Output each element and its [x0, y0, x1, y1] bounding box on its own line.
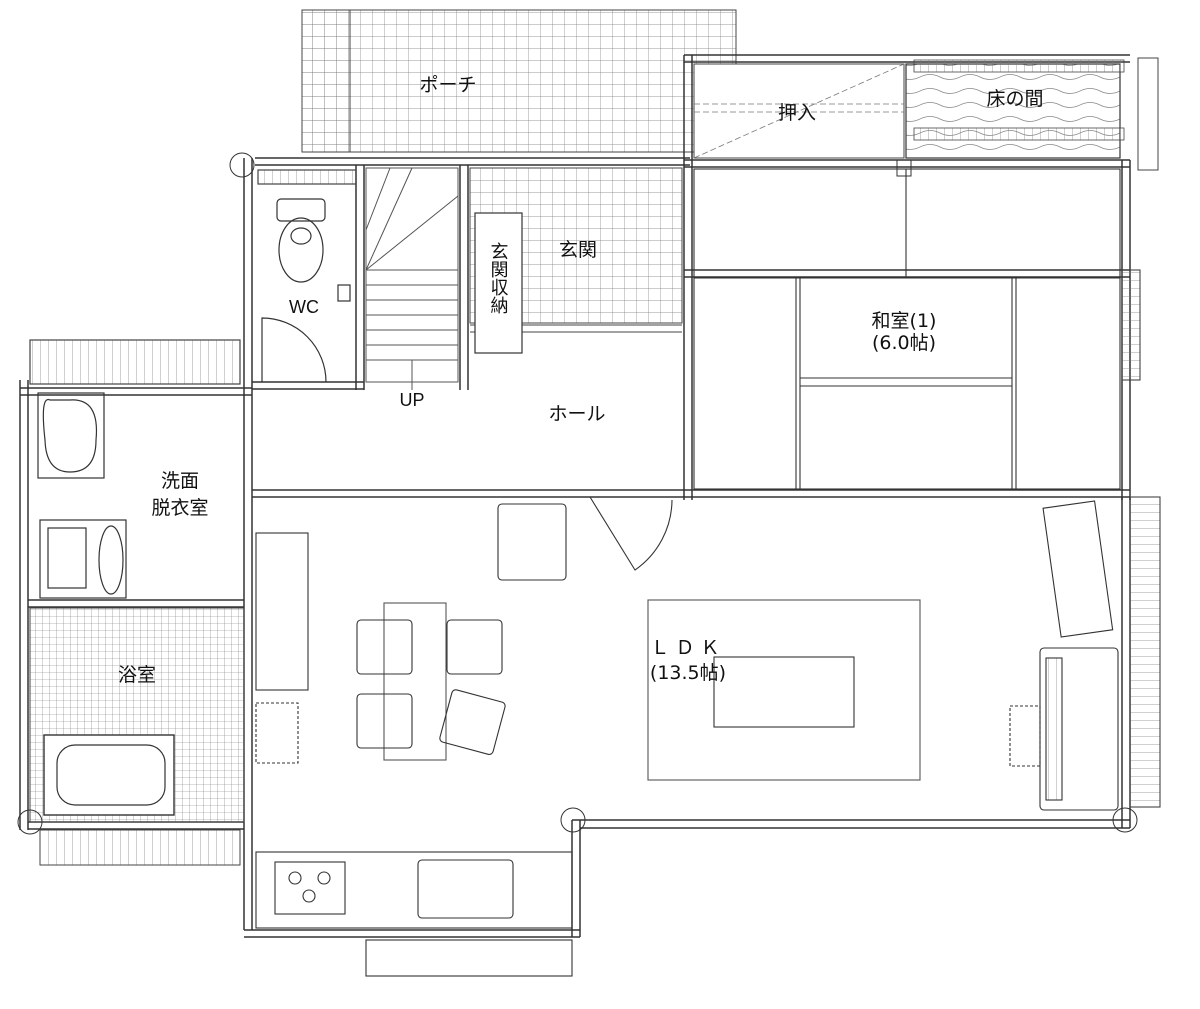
washitsu-tatami: [693, 168, 1141, 490]
label-washitsu-size: (6.0帖): [872, 332, 936, 354]
staircase: [365, 167, 459, 390]
label-stair-up: UP: [399, 390, 424, 410]
bath-fixtures: [29, 607, 245, 866]
label-tokonoma: 床の間: [986, 88, 1043, 110]
label-entrance: 玄関: [559, 239, 597, 261]
label-bath: 浴室: [118, 664, 156, 686]
ldk-furniture: [255, 496, 1161, 977]
label-washitsu-name: 和室(1): [872, 310, 937, 332]
closet-area: [693, 63, 905, 159]
label-ldk-name: ＬＤＫ: [650, 637, 725, 659]
entrance-storage-unit: [474, 212, 523, 354]
label-washroom-2: 脱衣室: [151, 497, 208, 519]
label-hall: ホール: [548, 403, 605, 425]
tokonoma-area: [896, 57, 1159, 177]
wc-fixtures: [257, 169, 357, 383]
label-wc: WC: [289, 297, 319, 317]
porch-area: [301, 9, 737, 153]
label-porch: ポーチ: [419, 74, 476, 96]
label-washroom-1: 洗面: [161, 470, 199, 492]
column-markers: [17, 152, 1138, 835]
label-entrance-storage: 玄関収納: [488, 242, 509, 314]
label-ldk-size: (13.5帖): [650, 662, 726, 684]
washroom-fixtures: [29, 339, 241, 599]
label-closet: 押入: [778, 102, 816, 124]
